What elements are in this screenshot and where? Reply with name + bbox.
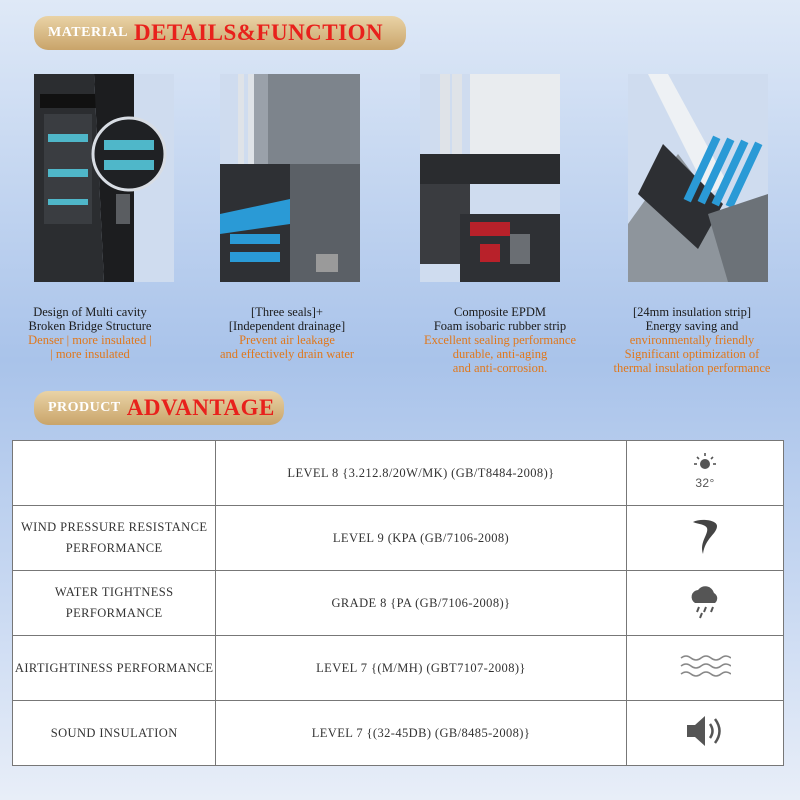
rain-cloud-icon [685, 581, 725, 625]
advantage-table: LEVEL 8 {3.212.8/20W/MK) (GB/T8484-2008)… [11, 440, 785, 766]
advantage-name: WATER TIGHTNESS PERFORMANCE [11, 570, 217, 636]
feature-caption-1: Design of Multi cavity Broken Bridge Str… [28, 305, 152, 361]
three-seals-profile-photo [220, 74, 360, 282]
temperature-readout: 32° [695, 476, 714, 490]
banner-prefix: MATERIAL [48, 25, 128, 40]
advantage-value: LEVEL 7 {(M/MH) (GBT7107-2008)} [215, 635, 627, 701]
material-details-banner: MATERIAL DETAILS&FUNCTION [34, 16, 406, 50]
banner-prefix: PRODUCT [48, 400, 121, 415]
product-advantage-banner: PRODUCT ADVANTAGE [34, 391, 284, 425]
sun-temperature-icon: 32° [685, 451, 725, 495]
advantage-name: AIRTIGHTINESS PERFORMANCE [11, 635, 217, 701]
table-row: SOUND INSULATION LEVEL 7 {(32-45DB) (GB/… [11, 700, 785, 766]
advantage-name [11, 440, 217, 506]
table-row: LEVEL 8 {3.212.8/20W/MK) (GB/T8484-2008)… [11, 440, 785, 506]
insulation-strip-photo [628, 74, 768, 282]
banner-title: ADVANTAGE [126, 395, 275, 420]
multi-cavity-profile-photo [34, 74, 174, 282]
table-row: AIRTIGHTINESS PERFORMANCE LEVEL 7 {(M/MH… [11, 635, 785, 701]
advantage-name: WIND PRESSURE RESISTANCE PERFORMANCE [11, 505, 217, 571]
air-waves-icon [679, 652, 732, 684]
advantage-name: SOUND INSULATION [11, 700, 217, 766]
table-row: WIND PRESSURE RESISTANCE PERFORMANCE LEV… [11, 505, 785, 571]
wind-icon [687, 516, 723, 560]
advantage-value: LEVEL 8 {3.212.8/20W/MK) (GB/T8484-2008)… [215, 440, 627, 506]
speaker-icon [683, 711, 727, 755]
advantage-value: LEVEL 9 (KPA (GB/7106-2008) [215, 505, 627, 571]
epdm-rubber-strip-photo [420, 74, 560, 282]
feature-caption-4: [24mm insulation strip] Energy saving an… [613, 305, 771, 375]
feature-caption-3: Composite EPDM Foam isobaric rubber stri… [423, 305, 576, 375]
banner-title: DETAILS&FUNCTION [133, 20, 384, 45]
table-row: WATER TIGHTNESS PERFORMANCE GRADE 8 {PA … [11, 570, 785, 636]
advantage-value: LEVEL 7 {(32-45DB) (GB/8485-2008)} [215, 700, 627, 766]
advantage-value: GRADE 8 {PA (GB/7106-2008)} [215, 570, 627, 636]
feature-caption-2: [Three seals]+ [Independent drainage] Pr… [219, 305, 355, 361]
